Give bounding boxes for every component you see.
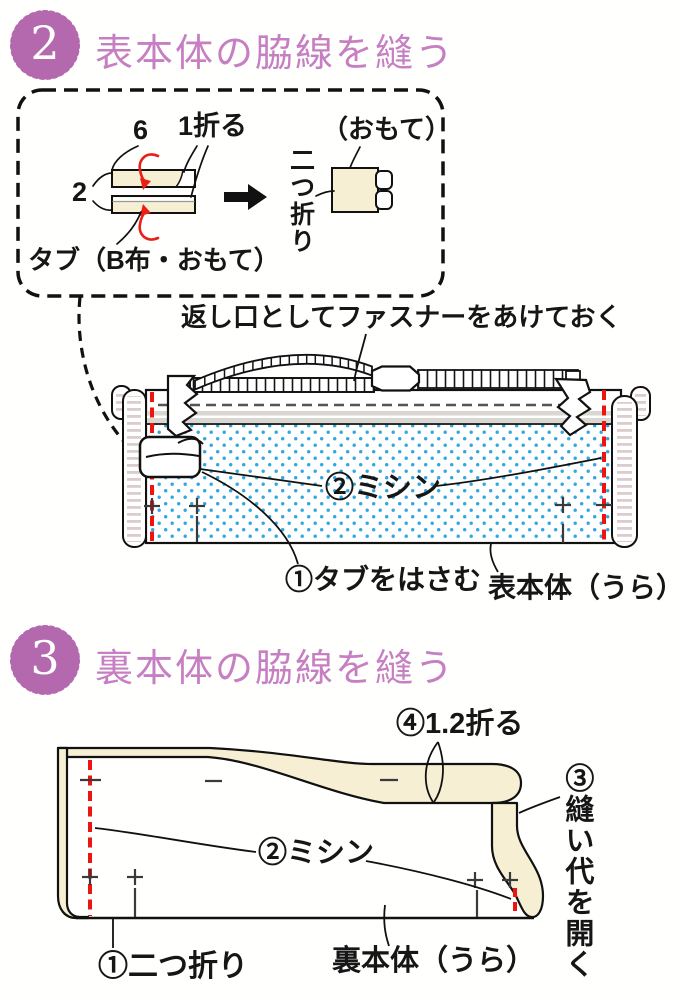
inset-dim-2: 2 — [72, 177, 88, 207]
step2-title: 表本体の脇線を縫う — [95, 33, 456, 75]
step3-badge: 3 — [10, 625, 80, 695]
inset-box-border — [16, 88, 445, 298]
inset-omote-label: （おもて） — [322, 114, 451, 144]
zipper — [166, 353, 592, 438]
arrow-right-icon — [224, 184, 267, 210]
inset-dim-6: 6 — [133, 115, 149, 145]
step3-machine-stitch-label: ②ミシン — [258, 837, 375, 869]
step2-inset-drawing — [92, 145, 393, 245]
step3-title: 裏本体の脇線を縫う — [95, 648, 456, 690]
step2-badge: 2 — [10, 10, 80, 80]
tab-insert-label: ①タブをはさむ — [285, 564, 482, 595]
inserted-tab — [138, 435, 202, 479]
step3-badge-blob — [10, 625, 80, 695]
fold-12-label: ④1.2折る — [396, 708, 524, 740]
open-seam-allowance-label: ③縫い代を開く — [560, 763, 593, 980]
step2-body-label: 表本体（うら） — [488, 572, 680, 603]
step3-body-diagram — [56, 741, 561, 948]
step2-badge-blob — [10, 10, 80, 80]
inset-tab-label: タブ（B布・おもて） — [28, 245, 280, 275]
inset-fold-in-half-label: 二つ折り — [286, 147, 315, 255]
step3-body-label: 裏本体（うら） — [332, 945, 536, 977]
zipper-opening-note: 返し口としてファスナーをあけておく — [181, 302, 622, 332]
inset-fold-1-label: 1折る — [178, 111, 248, 141]
inset-leader-dashed — [77, 296, 140, 458]
step3-number: 3 — [30, 631, 60, 685]
zipper-pull — [370, 365, 421, 392]
step2-number: 2 — [30, 16, 60, 70]
step2-machine-stitch-label: ②ミシン — [325, 472, 442, 504]
fold-in-half-label: ①二つ折り — [98, 950, 248, 983]
step2-pouch-diagram — [111, 333, 651, 573]
